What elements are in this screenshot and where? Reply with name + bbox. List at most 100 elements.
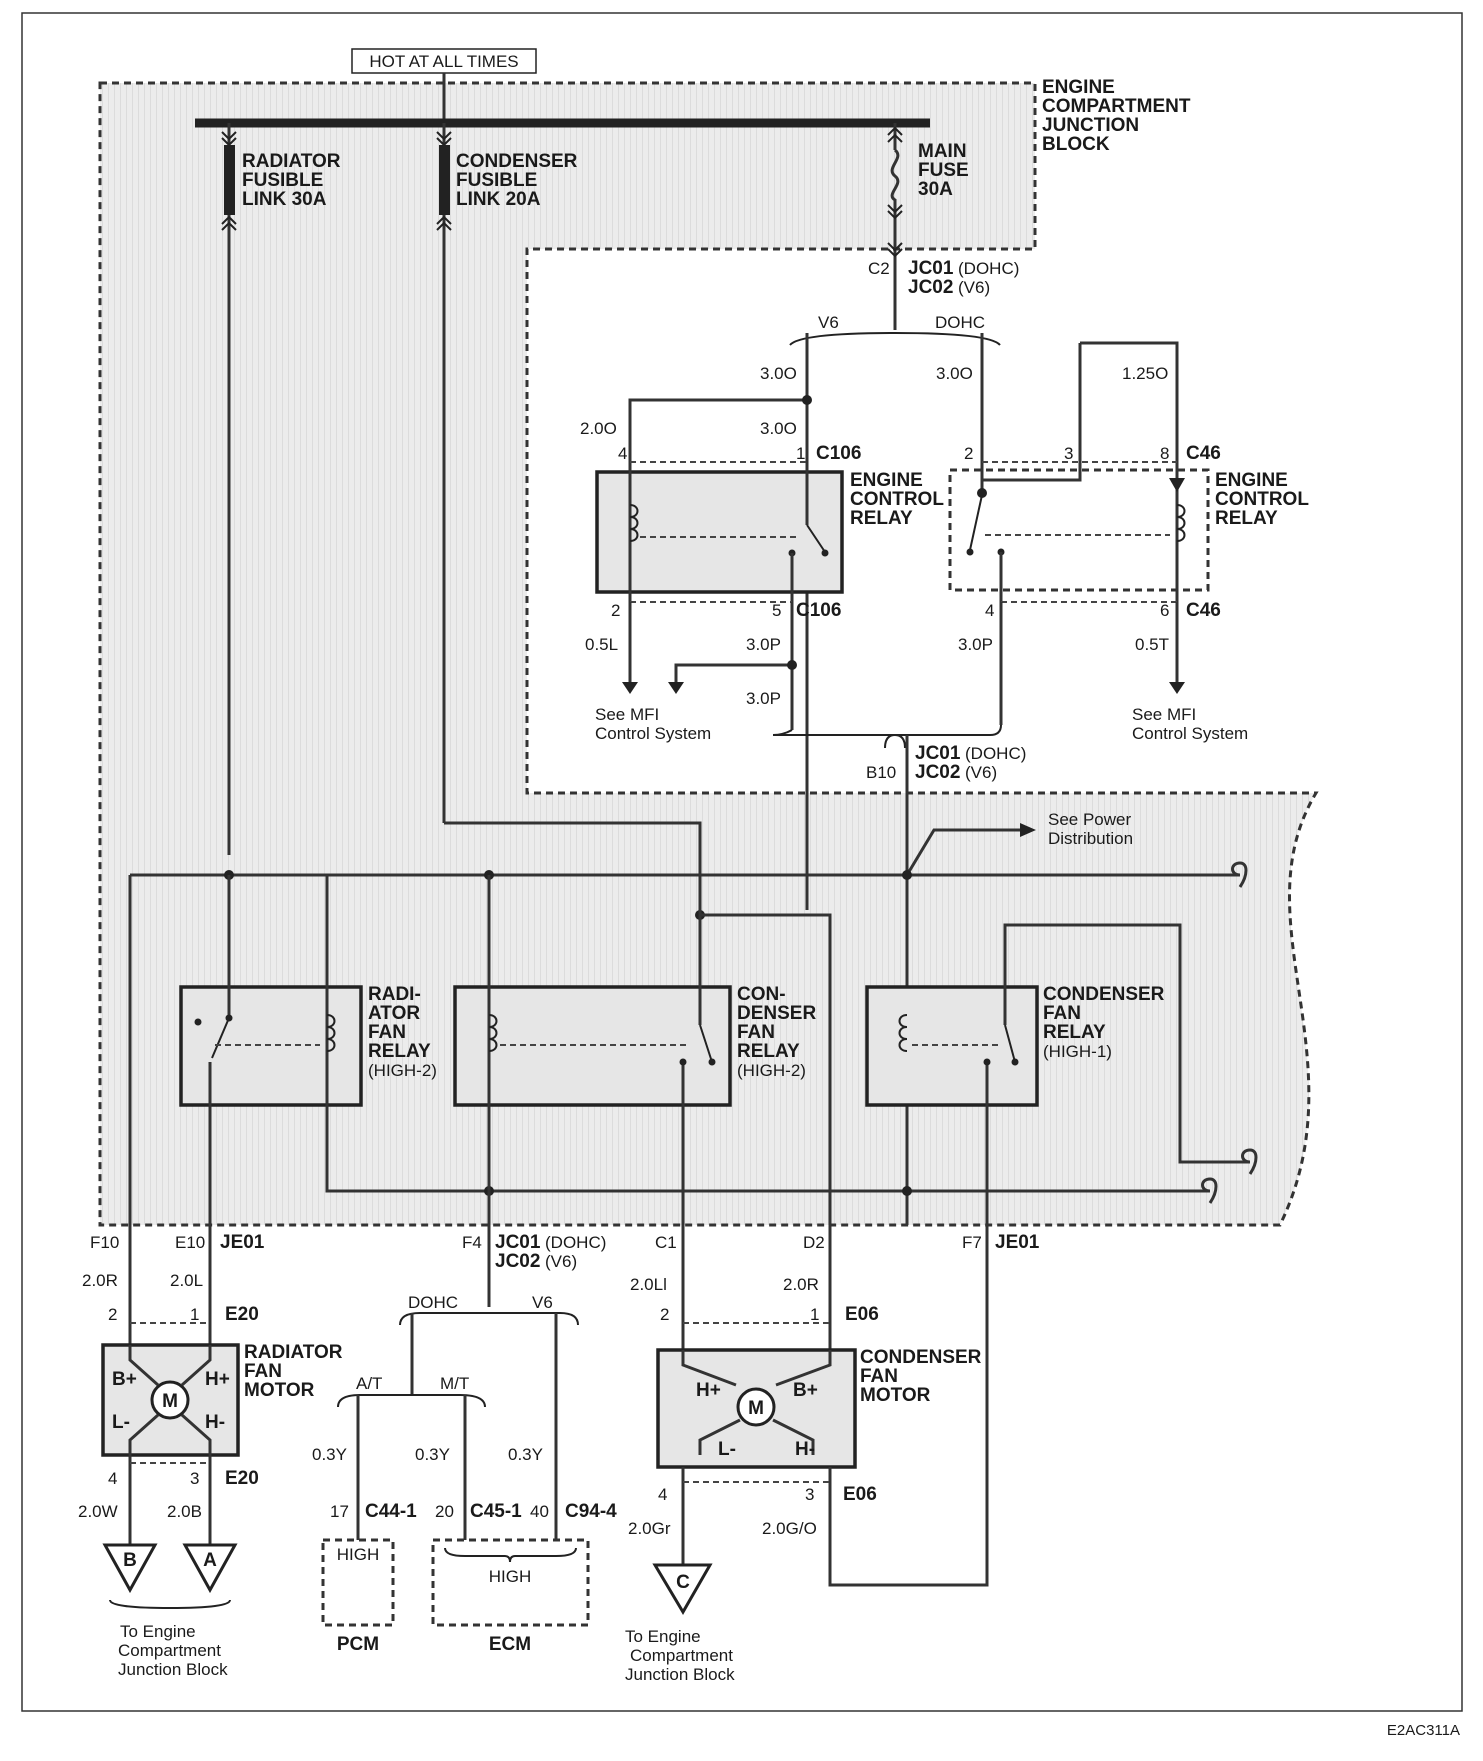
wire-03y-c: 0.3Y <box>508 1445 543 1464</box>
ground-c-label: C <box>676 1572 690 1593</box>
radiator-relay-wires <box>208 875 329 1225</box>
condenser-motor-feed <box>681 1225 832 1350</box>
junction-dot <box>787 660 797 670</box>
con-relay2-switch <box>699 1024 713 1063</box>
wire-03y-b: 0.3Y <box>415 1445 450 1464</box>
je01-left-label: JE01 <box>220 1232 265 1253</box>
con1-relay-label-4: (HIGH-1) <box>1043 1042 1112 1061</box>
c44-label: C44-1 <box>365 1501 417 1522</box>
ecr-dohc-pin4: 4 <box>985 601 994 620</box>
rad-motor-pin3: 3 <box>190 1469 199 1488</box>
ecr-dohc-loop <box>1078 341 1179 462</box>
f7-label: F7 <box>962 1233 982 1252</box>
jc01-top-dohc: (DOHC) <box>958 259 1019 278</box>
to-ecjb-right-2: Compartment <box>630 1646 733 1665</box>
c1-label: C1 <box>655 1233 677 1252</box>
b10-merge <box>772 724 1002 749</box>
con2-relay-label-3: FAN <box>737 1022 775 1043</box>
ecm-label: ECM <box>489 1634 531 1655</box>
contact-dot <box>225 1014 233 1022</box>
wire-03y-a: 0.3Y <box>312 1445 347 1464</box>
ecm-pin20: 20 <box>435 1502 454 1521</box>
wire-05l: 0.5L <box>585 635 618 654</box>
ecjb-shaded-area <box>100 83 1316 1225</box>
see-power-2: Distribution <box>1048 829 1133 848</box>
hot-label: HOT AT ALL TIMES <box>369 52 518 71</box>
ecm-high-label: HIGH <box>489 1567 532 1586</box>
jc02-b10-v6: (V6) <box>965 763 997 782</box>
arrow-icon <box>622 682 638 694</box>
radiator-fuse-label-2: FUSIBLE <box>242 170 323 191</box>
rad-motor-hplus: H+ <box>205 1369 230 1390</box>
radiator-motor-ground-wires <box>128 1455 212 1545</box>
see-mfi-left-2: Control System <box>595 724 711 743</box>
contact-dot <box>679 1058 687 1066</box>
wire-20w: 2.0W <box>78 1502 118 1521</box>
ecr-v6-out-wire <box>674 602 794 730</box>
pcm-high-label: HIGH <box>337 1545 380 1564</box>
condenser-fuse-label-3: LINK 20A <box>456 189 541 210</box>
con-motor-pin4: 4 <box>658 1485 667 1504</box>
ecr-v6-coil-feed <box>628 398 807 462</box>
split2-v6-label: V6 <box>532 1293 553 1312</box>
con-relay1-wires <box>985 985 1007 1225</box>
b10-label: B10 <box>866 763 896 782</box>
rad-relay-label-5: (HIGH-2) <box>368 1061 437 1080</box>
wire-30o-c: 3.0O <box>760 419 797 438</box>
con1-relay-label-1: CONDENSER <box>1043 984 1165 1005</box>
radiator-fuse-label-3: LINK 30A <box>242 189 327 210</box>
wire-30p-a: 3.0P <box>746 635 781 654</box>
jc01-f4-label: JC01 <box>495 1232 541 1253</box>
top-split-bar <box>789 331 1001 346</box>
ecr-v6-relay-box <box>595 470 844 594</box>
ecr-dohc-switch <box>969 494 983 551</box>
f10-label: F10 <box>90 1233 119 1252</box>
rad-motor-pin2: 2 <box>108 1305 117 1324</box>
jc02-top-label: JC02 <box>908 277 953 298</box>
con-motor-hminus: H- <box>795 1439 815 1460</box>
ecr-dohc-label-3: RELAY <box>1215 508 1278 529</box>
at-mt-branch <box>356 1395 467 1540</box>
ground-b-icon <box>102 1543 158 1594</box>
d2-wire <box>700 913 832 1225</box>
e06-top-label: E06 <box>845 1304 879 1325</box>
je01-right-label: JE01 <box>995 1232 1040 1253</box>
ecr-dohc-label-2: CONTROL <box>1215 489 1309 510</box>
rad-motor-label-1: RADIATOR <box>244 1342 343 1363</box>
ecr-v6-pin1: 1 <box>796 444 805 463</box>
ecr-dohc-coil <box>1176 504 1186 542</box>
radiator-fusible-link <box>224 145 235 215</box>
ecjb-boundary <box>98 81 1319 1227</box>
con-motor-pin3: 3 <box>805 1485 814 1504</box>
pcm-pin17: 17 <box>330 1502 349 1521</box>
ecr-dohc-pin6: 6 <box>1160 601 1169 620</box>
diode-icon <box>1169 478 1185 492</box>
contact-dot <box>1011 1058 1019 1066</box>
ground-c-icon <box>652 1563 713 1615</box>
ecr-dohc-label-1: ENGINE <box>1215 470 1288 491</box>
con-motor-label-3: MOTOR <box>860 1385 931 1406</box>
con-motor-bplus: B+ <box>793 1380 818 1401</box>
contact-dot <box>821 549 829 557</box>
ecr-dohc-out-wires <box>999 602 1179 725</box>
ecr-v6-switch <box>806 524 826 553</box>
e10-label: E10 <box>175 1233 205 1252</box>
con1-relay-label-3: RELAY <box>1043 1022 1106 1043</box>
ecr-v6-coil <box>629 504 639 542</box>
rad-motor-label-2: FAN <box>244 1361 282 1382</box>
jc02-b10-label: JC02 <box>915 762 960 783</box>
junction-dot <box>902 870 912 880</box>
jc02-f4-v6: (V6) <box>545 1252 577 1271</box>
ecr-dohc-relay-box <box>948 468 1210 592</box>
see-mfi-right-2: Control System <box>1132 724 1248 743</box>
junction-dot <box>802 395 812 405</box>
f4-label: F4 <box>462 1233 482 1252</box>
ecr-dohc-pin8: 8 <box>1160 444 1169 463</box>
con-motor-pin2: 2 <box>660 1305 669 1324</box>
wire-20gr: 2.0Gr <box>628 1519 671 1538</box>
jc01-f4-dohc: (DOHC) <box>545 1233 606 1252</box>
ecm-brace <box>444 1547 577 1563</box>
figure-id: E2AC311A <box>1387 1722 1460 1739</box>
arrow-icon <box>1020 823 1036 837</box>
to-ecjb-right-1: To Engine <box>625 1627 701 1646</box>
